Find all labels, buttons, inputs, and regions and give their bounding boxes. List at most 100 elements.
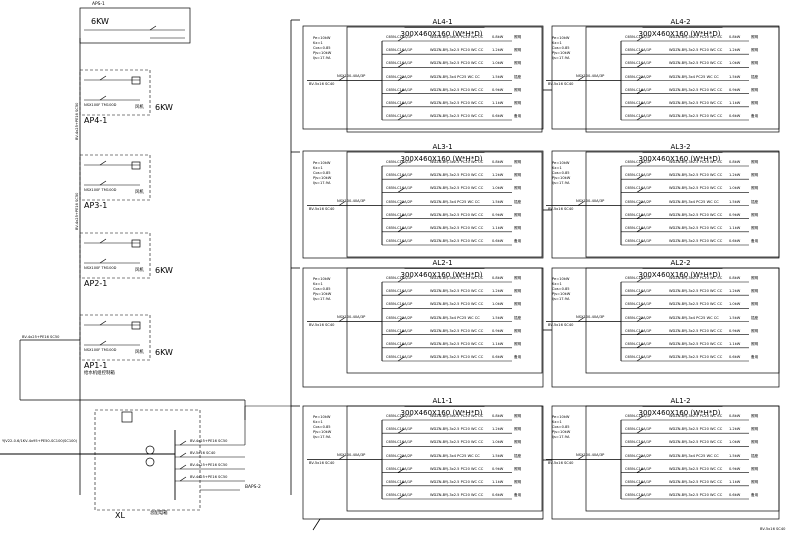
branch-use-label: 照明 xyxy=(751,466,759,471)
branch-use-label: 照明 xyxy=(751,48,759,53)
box-parameter: Cos=0.85 xyxy=(552,171,570,175)
box-parameter: Ijs=17.9A xyxy=(313,297,331,301)
branch-breaker xyxy=(636,330,644,335)
branch-cable-label: WDZN-BYJ-3x4 PC25 WC CC xyxy=(669,315,719,320)
branch-cable-label: WDZN-BYJ-3x2.5 PC20 WC CC xyxy=(430,289,484,294)
branch-use-label: 照明 xyxy=(514,466,522,471)
branch-breaker-label: C65N-C16A/1P xyxy=(386,493,413,497)
branch-cable-label: WDZN-BYJ-3x2.5 PC20 WC CC xyxy=(430,466,484,471)
box-name: AL4-2 xyxy=(670,18,691,26)
branch-breaker-label: C65N-C16A/1P xyxy=(386,302,413,307)
panel-device-label: 风机 xyxy=(135,105,144,110)
branch-load-label: 0.6kW xyxy=(492,114,504,118)
distribution-box-outline xyxy=(302,150,544,259)
feeder-breaker xyxy=(179,476,187,482)
branch-breaker-label: C65N-C16A/1P xyxy=(625,173,652,178)
branch-load-label: 1.2kW xyxy=(492,427,504,432)
distribution-box-frame xyxy=(585,151,780,258)
branch-breaker xyxy=(636,188,644,193)
box-parameter: Kx=1 xyxy=(552,282,562,286)
branch-breaker-label: C65N-C16A/1P xyxy=(386,341,413,346)
box-parameter: Pe=10kW xyxy=(552,415,570,419)
branch-load-label: 1.2kW xyxy=(729,48,741,53)
branch-breaker-label: C65N-C16A/1P xyxy=(386,276,413,280)
branch-breaker-label: C65N-C16A/1P xyxy=(386,160,413,164)
branch-cable-label: WDZN-BYJ-3x2.5 PC20 WC CC xyxy=(669,328,723,333)
branch-breaker-label: C65N-C16A/1P xyxy=(625,328,652,333)
distribution-box-frame xyxy=(585,405,780,512)
branch-breaker-label: C65N-C20A/2P xyxy=(625,315,652,320)
branch-use-label: 照明 xyxy=(514,48,522,53)
branch-load-label: 1.1kW xyxy=(729,479,741,484)
box-name: AL1-2 xyxy=(670,397,691,405)
box-dimensions: 300X460X160 (W*H*D) xyxy=(638,271,721,279)
aps-panel-name: APS-1 xyxy=(92,2,105,7)
branch-breaker xyxy=(636,343,644,349)
branch-use-label: 备用 xyxy=(751,355,759,359)
branch-cable-label: WDZN-BYJ-3x2.5 PC20 WC CC xyxy=(669,440,723,445)
branch-use-label: 照明 xyxy=(514,87,522,92)
incoming-cable-label: BV-5x16 SC40 xyxy=(309,206,335,211)
branch-breaker xyxy=(636,468,644,473)
branch-use-label: 照明 xyxy=(514,414,522,418)
panel-breaker xyxy=(99,340,107,346)
panel-name: AP2-1 xyxy=(84,279,108,288)
branch-breaker xyxy=(636,277,644,283)
distribution-box-outline xyxy=(302,267,544,388)
branch-breaker xyxy=(636,442,644,447)
branch-load-label: 0.6kW xyxy=(492,493,504,497)
branch-use-label: 备用 xyxy=(514,493,522,497)
branch-cable-label: WDZN-BYJ-3x2.5 PC20 WC CC xyxy=(430,239,484,243)
branch-breaker-label: C65N-C16A/1P xyxy=(386,289,413,294)
incoming-cable-label: BV-5x16 SC40 xyxy=(548,81,574,86)
branch-use-label: 照明 xyxy=(751,440,759,445)
branch-breaker-label: C65N-C16A/1P xyxy=(386,427,413,432)
branch-breaker xyxy=(636,227,644,233)
branch-cable-label: WDZN-BYJ-3x2.5 PC20 WC CC xyxy=(669,414,723,418)
branch-breaker-label: C65N-C16A/1P xyxy=(386,114,413,118)
branch-breaker-label: C65N-C20A/2P xyxy=(625,74,652,79)
branch-cable-label: WDZN-BYJ-3x2.5 PC20 WC CC xyxy=(430,225,484,230)
main-breaker-label: NSX100-40A/3P xyxy=(337,73,366,78)
branch-breaker xyxy=(397,174,405,180)
branch-breaker xyxy=(397,227,405,233)
branch-breaker-label: C65N-C20A/2P xyxy=(386,74,413,79)
panel-breaker xyxy=(99,320,107,326)
branch-cable-label: WDZN-BYJ-3x2.5 PC20 WC CC xyxy=(430,212,484,217)
branch-breaker-label: C65N-C16A/1P xyxy=(386,239,413,243)
panel-device-label: 风机 xyxy=(135,190,144,195)
incoming-cable-label: BV-5x16 SC40 xyxy=(309,460,335,465)
branch-breaker-label: C65N-C16A/1P xyxy=(625,289,652,294)
branch-use-label: 照明 xyxy=(751,160,759,164)
branch-load-label: 1.2kW xyxy=(492,48,504,53)
branch-breaker-label: C65N-C16A/1P xyxy=(386,186,413,191)
box-name: AL3-1 xyxy=(432,143,453,151)
branch-breaker-label: C65N-C16A/1P xyxy=(625,493,652,497)
main-breaker-label: NSX100-40A/3P xyxy=(576,198,605,203)
branch-use-label: 照明 xyxy=(514,289,522,294)
branch-load-label: 1.1kW xyxy=(729,225,741,230)
incoming-cable-label: BV-5x16 SC40 xyxy=(548,322,574,327)
branch-load-label: 1.1kW xyxy=(729,341,741,346)
branch-use-label: 插座 xyxy=(514,453,522,458)
branch-breaker xyxy=(397,63,405,68)
panel-power: 6KW xyxy=(155,348,173,357)
branch-use-label: 插座 xyxy=(751,74,759,79)
distribution-box-frame xyxy=(346,405,543,512)
branch-cable-label: WDZN-BYJ-3x2.5 PC20 WC CC xyxy=(669,114,723,118)
feeder-breaker xyxy=(179,440,187,446)
branch-breaker xyxy=(636,36,644,42)
panel-name: AP3-1 xyxy=(84,201,108,210)
branch-load-label: 1.0kW xyxy=(492,440,504,445)
branch-cable-label: WDZN-BYJ-3x2.5 PC20 WC CC xyxy=(430,427,484,432)
branch-cable-label: WDZN-BYJ-3x2.5 PC20 WC CC xyxy=(669,479,723,484)
branch-load-label: 0.6kW xyxy=(492,239,504,243)
panel-contactor xyxy=(131,76,141,85)
branch-cable-label: WDZN-BYJ-3x2.5 PC20 WC CC xyxy=(669,276,723,280)
branch-breaker xyxy=(397,277,405,283)
branch-use-label: 照明 xyxy=(514,100,522,105)
main-box-name: XL xyxy=(115,511,125,520)
branch-load-label: 1.1kW xyxy=(492,100,504,105)
branch-use-label: 照明 xyxy=(514,225,522,230)
panel-contactor xyxy=(131,239,141,248)
